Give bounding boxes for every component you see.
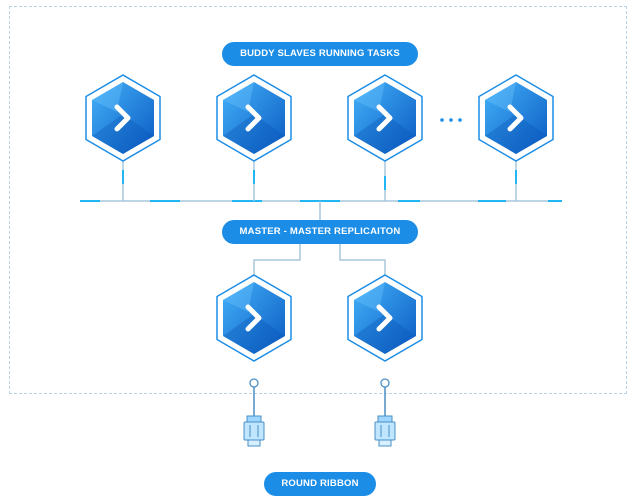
connector-1 [243, 378, 265, 447]
node-master-1 [217, 275, 291, 361]
slave-links [122, 161, 517, 201]
connector-2 [374, 378, 396, 447]
buddy-chevron-hexagon-icon [348, 75, 422, 161]
node-slave-4 [479, 75, 553, 161]
network-connector-icon [243, 378, 265, 447]
master-links [253, 201, 386, 277]
buddy-chevron-hexagon-icon [217, 75, 291, 161]
buddy-chevron-hexagon-icon [217, 275, 291, 361]
node-slave-2 [217, 75, 291, 161]
buddy-chevron-hexagon-icon [348, 275, 422, 361]
label-slaves-running-tasks: BUDDY SLAVES RUNNING TASKS [222, 42, 418, 66]
network-connector-icon [374, 378, 396, 447]
ellipsis-icon [440, 118, 462, 122]
node-slave-3 [348, 75, 422, 161]
cluster-boundary [9, 6, 627, 394]
node-slave-1 [86, 75, 160, 161]
buddy-chevron-hexagon-icon [479, 75, 553, 161]
buddy-chevron-hexagon-icon [86, 75, 160, 161]
label-master-replication: MASTER - MASTER REPLICAITON [222, 220, 418, 244]
node-master-2 [348, 275, 422, 361]
label-round-ribbon: ROUND RIBBON [264, 472, 376, 496]
